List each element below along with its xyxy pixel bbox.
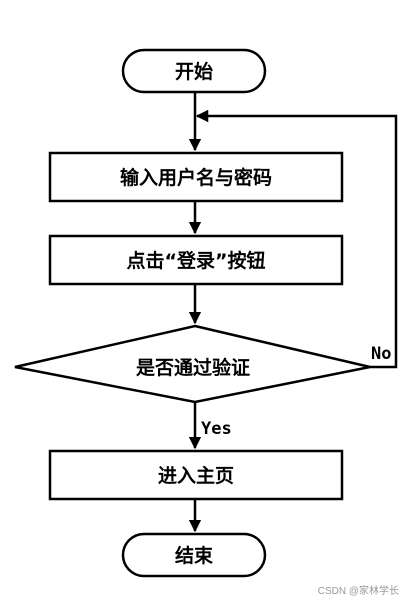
enter-node: 进入主页 [48, 449, 344, 501]
start-node: 开始 [121, 48, 267, 94]
end-node: 结束 [121, 532, 267, 578]
click-node: 点击“登录”按钮 [48, 234, 344, 286]
edge-no-loop [195, 109, 398, 369]
decision-node: 是否通过验证 [14, 324, 371, 404]
no-label: No [371, 344, 391, 364]
click-label: 点击“登录”按钮 [127, 249, 266, 272]
watermark: CSDN @家林学长 [318, 584, 399, 597]
enter-label: 进入主页 [158, 465, 234, 487]
yes-label: Yes [201, 419, 232, 439]
input-label: 输入用户名与密码 [120, 166, 272, 189]
input-node: 输入用户名与密码 [48, 151, 344, 203]
end-label: 结束 [175, 544, 214, 567]
decision-label: 是否通过验证 [136, 356, 250, 379]
start-label: 开始 [175, 60, 213, 83]
